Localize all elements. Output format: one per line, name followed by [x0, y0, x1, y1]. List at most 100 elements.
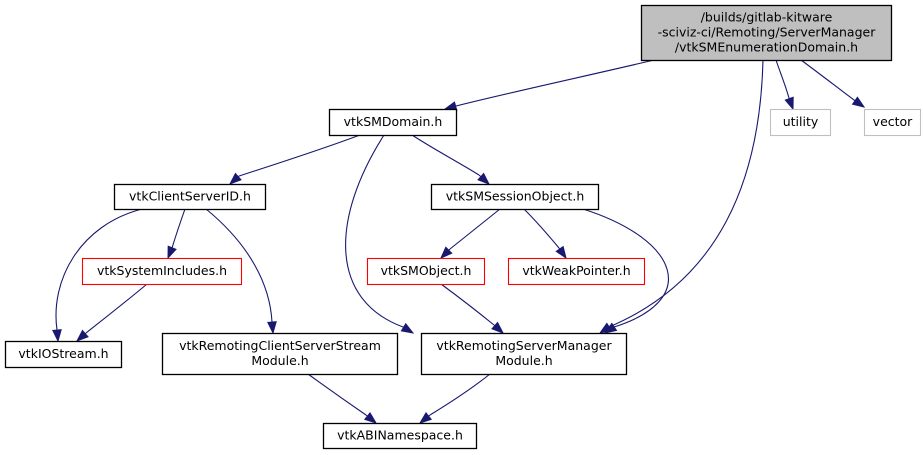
edge-line — [448, 248, 451, 251]
node-label: vtkRemotingClientServerStream — [179, 338, 381, 353]
arrowhead-icon — [418, 411, 433, 424]
node-label: vtkWeakPointer.h — [522, 263, 630, 278]
edge-line — [237, 175, 240, 178]
edge-line — [449, 208, 501, 250]
node-box — [366, 257, 486, 286]
edge-clientserverid-to-systemincludes — [167, 208, 186, 260]
edge-smdomain-to-smmodule — [345, 134, 415, 334]
node-utility: utility — [769, 108, 832, 137]
node-box — [420, 332, 628, 376]
edge-line — [238, 134, 361, 177]
node-root[interactable]: /builds/gitlab-kitware-sciviz-ci/Remotin… — [640, 4, 893, 62]
edge-line — [205, 208, 273, 323]
node-label: vtkSystemIncludes.h — [97, 263, 227, 278]
edge-systemincludes-to-iostream — [75, 283, 148, 342]
edge-line — [307, 373, 367, 416]
edge-smsessionobject-to-smobject — [440, 208, 501, 259]
arrowhead-icon — [400, 322, 415, 334]
edge-smsessionobject-to-smmodule — [582, 208, 669, 334]
edge-line — [853, 99, 856, 102]
node-label: Module.h — [251, 353, 308, 368]
node-label: -sciviz-ci/Remoting/ServerManager — [658, 25, 877, 40]
edge-line — [523, 208, 560, 249]
node-box — [430, 183, 600, 211]
edge-smobject-to-smmodule — [440, 283, 505, 334]
edge-line — [558, 247, 561, 250]
edge-root-to-smmodule — [598, 59, 764, 334]
node-box — [4, 340, 123, 369]
node-label: vtkSMObject.h — [381, 263, 472, 278]
node-clientserverid[interactable]: vtkClientServerID.h — [113, 183, 267, 211]
edge-clientserverid-to-csstreammodule — [205, 208, 277, 335]
node-label: Module.h — [495, 353, 552, 368]
arrowhead-icon — [363, 411, 378, 424]
edge-smsessionobject-to-weakpointer — [523, 208, 567, 260]
node-label: /vtkSMEnumerationDomain.h — [675, 40, 858, 55]
node-label: /builds/gitlab-kitware — [701, 10, 833, 25]
edge-line — [411, 134, 480, 176]
arrowhead-icon — [603, 322, 618, 334]
edge-root-to-utility — [775, 59, 794, 111]
edge-root-to-vector — [800, 59, 866, 108]
arrowhead-icon — [52, 329, 62, 343]
edge-smdomain-to-clientserverid — [228, 134, 361, 185]
node-vector: vector — [863, 108, 922, 137]
edge-line — [428, 414, 431, 417]
node-box — [161, 332, 399, 376]
node-box — [507, 257, 646, 286]
node-box — [328, 108, 458, 137]
arrowhead-icon — [555, 245, 567, 260]
arrowhead-icon — [851, 96, 866, 108]
edge-line — [171, 208, 186, 249]
node-label: vtkABINamespace.h — [337, 428, 463, 443]
arrowhead-icon — [267, 321, 277, 335]
edge-line — [775, 59, 790, 99]
node-weakpointer[interactable]: vtkWeakPointer.h — [507, 257, 646, 286]
node-label: vtkRemotingServerManager — [436, 338, 612, 353]
edge-clientserverid-to-iostream — [52, 208, 143, 343]
node-box — [81, 257, 243, 286]
node-label: vtkSMDomain.h — [344, 114, 443, 129]
arrowhead-icon — [491, 321, 505, 334]
node-label: utility — [783, 114, 819, 129]
node-smdomain[interactable]: vtkSMDomain.h — [328, 108, 458, 137]
edge-line — [55, 208, 143, 331]
arrowhead-icon — [784, 96, 794, 111]
node-box — [322, 422, 478, 450]
edge-line — [84, 332, 87, 335]
node-label: vtkIOStream.h — [18, 346, 108, 361]
edge-line — [85, 283, 148, 334]
edge-line — [429, 373, 491, 416]
edge-smmodule-to-abinamespace — [418, 373, 491, 424]
node-smsessionobject[interactable]: vtkSMSessionObject.h — [430, 183, 600, 211]
node-label: vtkSMSessionObject.h — [446, 189, 585, 204]
edge-line — [493, 324, 496, 327]
edges-layer — [52, 59, 866, 424]
edge-root-to-smdomain — [443, 59, 655, 111]
edge-line — [478, 174, 482, 178]
node-box — [863, 108, 922, 137]
node-box — [640, 4, 893, 62]
nodes-layer: /builds/gitlab-kitware-sciviz-ci/Remotin… — [4, 4, 922, 450]
edge-smdomain-to-smsessionobject — [411, 134, 491, 185]
arrowhead-icon — [228, 172, 242, 185]
node-box — [769, 108, 832, 137]
node-systemincludes[interactable]: vtkSystemIncludes.h — [81, 257, 243, 286]
edge-line — [365, 414, 368, 417]
edge-line — [608, 59, 764, 328]
edge-line — [345, 134, 404, 328]
node-label: vector — [873, 114, 914, 129]
node-iostream[interactable]: vtkIOStream.h — [4, 340, 123, 369]
node-smobject[interactable]: vtkSMObject.h — [366, 257, 486, 286]
edge-line — [440, 283, 495, 326]
edge-line — [582, 208, 669, 328]
edge-line — [455, 59, 655, 107]
node-abinamespace[interactable]: vtkABINamespace.h — [322, 422, 478, 450]
edge-line — [800, 59, 855, 101]
arrowhead-icon — [75, 329, 89, 342]
edge-csstreammodule-to-abinamespace — [307, 373, 378, 424]
node-box — [113, 183, 267, 211]
